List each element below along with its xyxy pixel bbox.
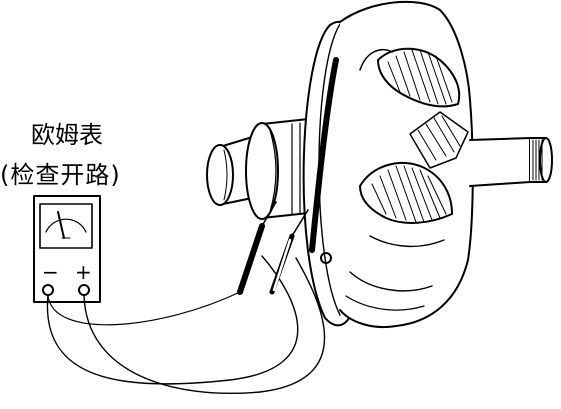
ohmmeter bbox=[33, 195, 101, 303]
probe-white bbox=[269, 209, 309, 295]
field-winding-lead bbox=[309, 57, 339, 253]
meter-needle bbox=[57, 211, 65, 239]
negative-terminal bbox=[42, 284, 54, 296]
test-leads bbox=[46, 255, 326, 394]
probe-black bbox=[237, 201, 277, 295]
positive-terminal bbox=[78, 284, 90, 296]
rotor-claw-poles bbox=[339, 0, 474, 328]
positive-terminal-label: + bbox=[75, 260, 92, 284]
negative-terminal-label: − bbox=[42, 260, 59, 284]
ohmmeter-label: 欧姆表 bbox=[31, 121, 103, 149]
negative-lead bbox=[46, 255, 299, 385]
positive-lead bbox=[83, 257, 326, 394]
open-circuit-check-label: (检查开路) bbox=[0, 161, 121, 189]
winding-hatching bbox=[371, 49, 461, 223]
slip-ring bbox=[245, 117, 325, 220]
right-shaft bbox=[469, 137, 553, 187]
